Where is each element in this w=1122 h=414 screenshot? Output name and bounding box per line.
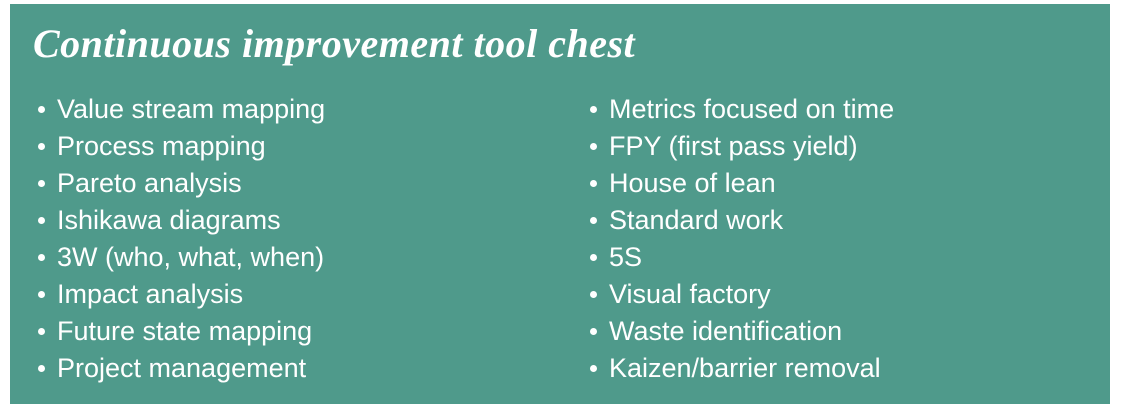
list-item: FPY (first pass yield) xyxy=(590,128,1110,165)
list-item: Process mapping xyxy=(38,128,590,165)
bullet-icon xyxy=(590,328,597,335)
bullet-icon xyxy=(38,254,45,261)
bullet-icon xyxy=(590,254,597,261)
list-item-label: Metrics focused on time xyxy=(609,94,895,124)
list-item-label: 3W (who, what, when) xyxy=(57,242,325,272)
list-item-label: 5S xyxy=(609,242,643,272)
bullet-icon xyxy=(38,106,45,113)
bullet-icon xyxy=(590,143,597,150)
bullet-icon xyxy=(38,328,45,335)
list-item-label: Project management xyxy=(57,353,307,383)
list-item-label: Pareto analysis xyxy=(57,168,242,198)
list-item: Kaizen/barrier removal xyxy=(590,350,1110,387)
list-item-label: Waste identification xyxy=(609,316,843,346)
list-item: House of lean xyxy=(590,165,1110,202)
list-item-label: Impact analysis xyxy=(57,279,244,309)
list-item: Visual factory xyxy=(590,276,1110,313)
list-item: Impact analysis xyxy=(38,276,590,313)
list-item-label: House of lean xyxy=(609,168,776,198)
panel-title: Continuous improvement tool chest xyxy=(33,21,636,66)
list-item-label: FPY (first pass yield) xyxy=(609,131,858,161)
list-item-label: Ishikawa diagrams xyxy=(57,205,281,235)
bullet-icon xyxy=(590,106,597,113)
bullet-icon xyxy=(38,217,45,224)
list-item: Value stream mapping xyxy=(38,91,590,128)
bullet-icon xyxy=(590,291,597,298)
list-item: Metrics focused on time xyxy=(590,91,1110,128)
bullet-icon xyxy=(590,365,597,372)
list-item-label: Future state mapping xyxy=(57,316,313,346)
bullet-icon xyxy=(38,291,45,298)
list-item: 3W (who, what, when) xyxy=(38,239,590,276)
list-item: Waste identification xyxy=(590,313,1110,350)
list-item-label: Visual factory xyxy=(609,279,771,309)
list-item: Project management xyxy=(38,350,590,387)
list-item-label: Standard work xyxy=(609,205,784,235)
list-item-label: Value stream mapping xyxy=(57,94,326,124)
list-item: Standard work xyxy=(590,202,1110,239)
list-item-label: Process mapping xyxy=(57,131,266,161)
list-item: Ishikawa diagrams xyxy=(38,202,590,239)
bullet-icon xyxy=(590,217,597,224)
list-item: Future state mapping xyxy=(38,313,590,350)
bullet-icon xyxy=(38,143,45,150)
bullet-icon xyxy=(590,180,597,187)
list-item: 5S xyxy=(590,239,1110,276)
list-item: Pareto analysis xyxy=(38,165,590,202)
bullet-icon xyxy=(38,180,45,187)
tool-chest-panel: Continuous improvement tool chest Value … xyxy=(10,4,1110,404)
list-item-label: Kaizen/barrier removal xyxy=(609,353,881,383)
bullet-icon xyxy=(38,365,45,372)
